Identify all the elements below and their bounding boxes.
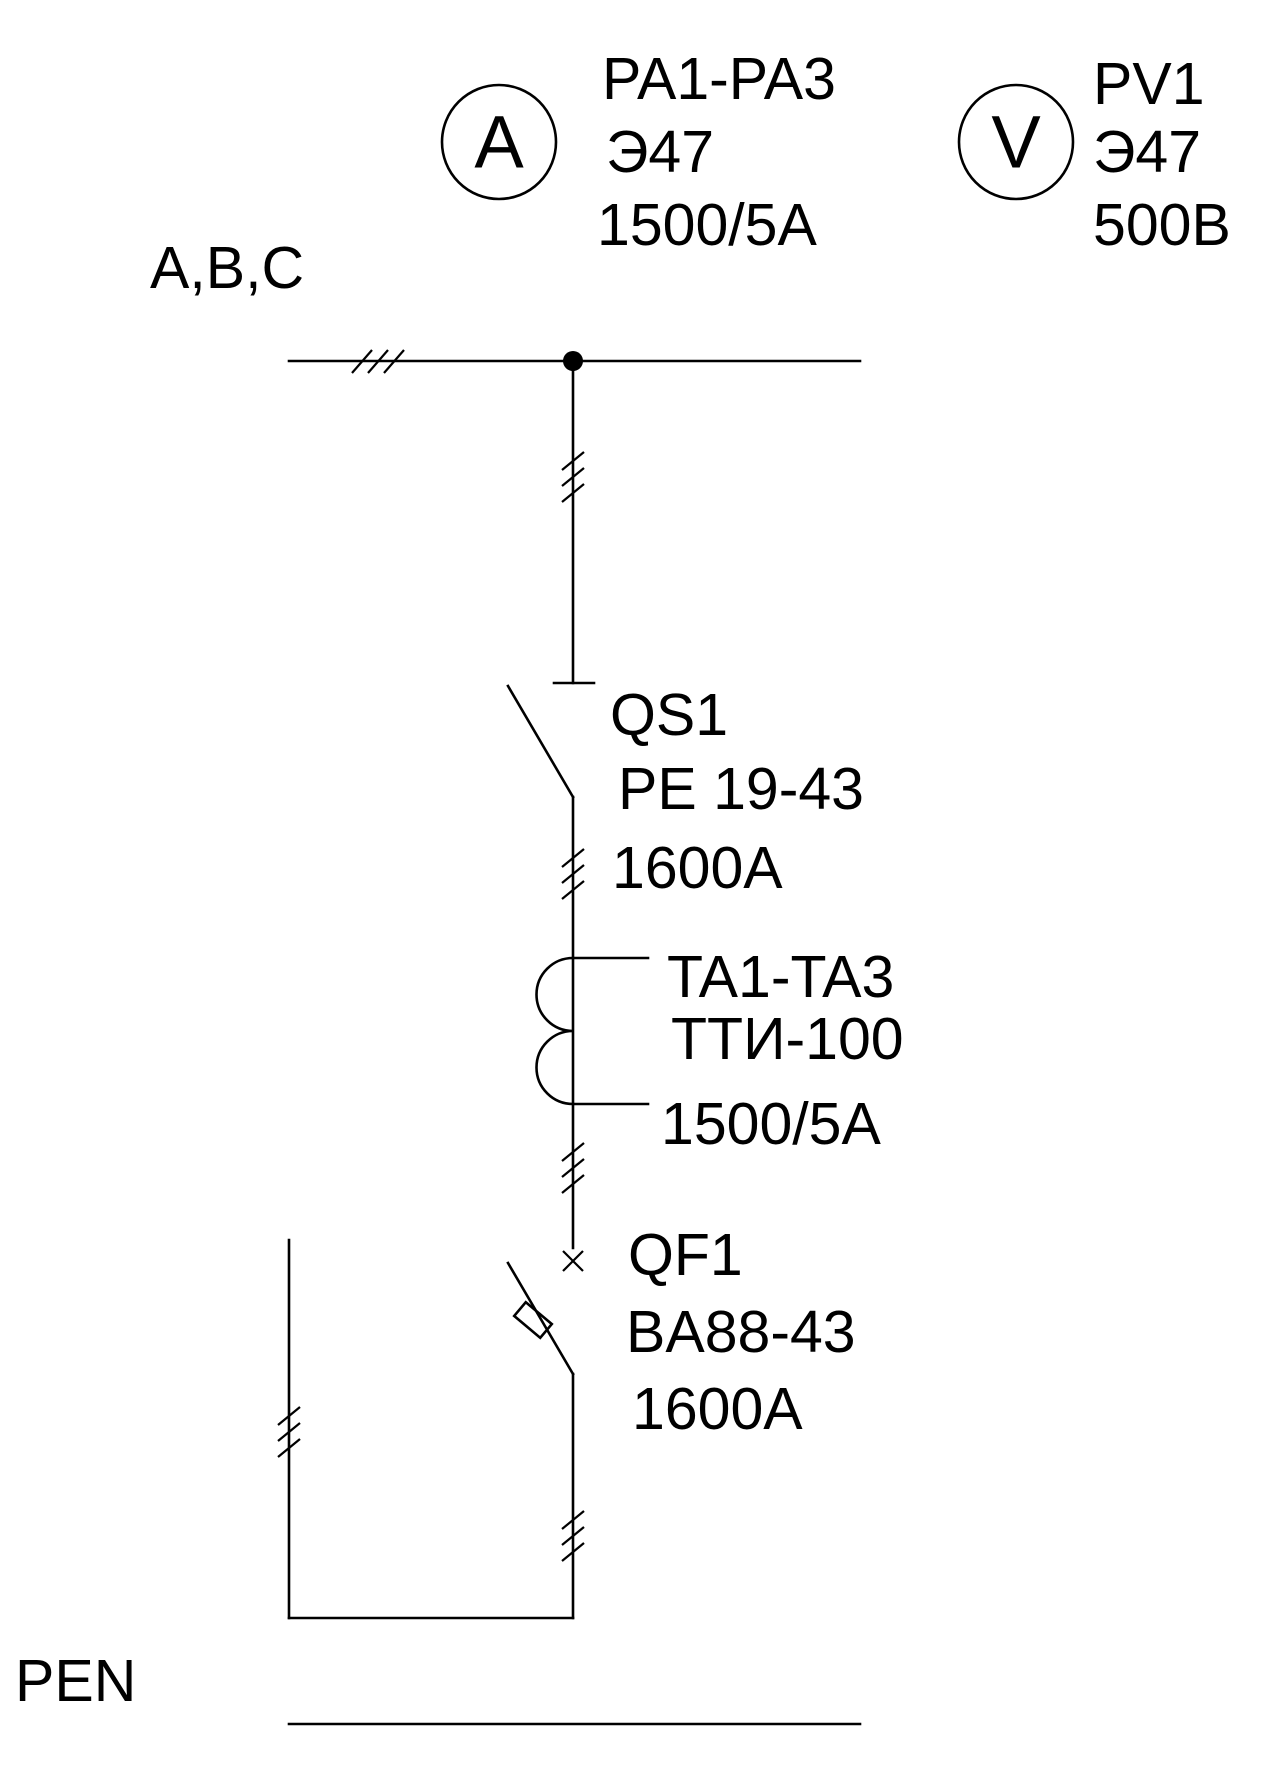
pen-label: PEN xyxy=(15,1648,136,1714)
ammeter-symbol: A xyxy=(474,101,524,184)
breaker-rating: 1600A xyxy=(632,1376,803,1442)
ammeter-designation: PA1-PA3 xyxy=(602,46,836,112)
breaker-designation: QF1 xyxy=(628,1222,743,1288)
ammeter-rating: 1500/5A xyxy=(597,192,817,258)
ammeter: A PA1-PA3 Э47 1500/5A xyxy=(440,46,836,258)
feeder-three-phase-marks-1 xyxy=(561,451,585,503)
disconnector-rating: 1600A xyxy=(612,835,783,901)
loop-three-phase-marks xyxy=(277,1406,301,1458)
voltmeter: V PV1 Э47 500В xyxy=(957,51,1231,258)
breaker-contact-cross xyxy=(562,1250,584,1272)
current-transformer-rating: 1500/5A xyxy=(661,1091,881,1157)
feeder-three-phase-marks-2 xyxy=(561,848,585,900)
disconnector-type: PE 19-43 xyxy=(618,756,864,822)
bus-label: A,B,C xyxy=(150,235,304,301)
ammeter-symbol-circle xyxy=(440,83,558,201)
current-transformer: TA1-TA3 ТТИ-100 1500/5A xyxy=(535,944,904,1157)
feeder-three-phase-marks-4 xyxy=(561,1510,585,1562)
disconnector-blade xyxy=(506,684,575,799)
bus-three-phase-marks xyxy=(351,349,405,374)
ammeter-type: Э47 xyxy=(606,119,714,185)
breaker-release-element xyxy=(512,1300,554,1340)
voltmeter-designation: PV1 xyxy=(1093,51,1205,117)
current-transformer-coil xyxy=(535,956,575,1106)
disconnector-designation: QS1 xyxy=(610,682,728,748)
voltmeter-symbol: V xyxy=(991,101,1041,184)
current-transformer-designation: TA1-TA3 xyxy=(667,944,894,1010)
feeder-three-phase-marks-3 xyxy=(561,1142,585,1194)
voltmeter-type: Э47 xyxy=(1093,119,1201,185)
current-transformer-type: ТТИ-100 xyxy=(671,1006,904,1072)
voltmeter-rating: 500В xyxy=(1093,192,1231,258)
circuit-breaker: QF1 BA88-43 1600A xyxy=(506,1222,856,1442)
breaker-blade xyxy=(506,1261,575,1376)
disconnector: QS1 PE 19-43 1600A xyxy=(506,681,864,901)
voltmeter-symbol-circle xyxy=(957,83,1075,201)
breaker-type: BA88-43 xyxy=(626,1299,856,1365)
